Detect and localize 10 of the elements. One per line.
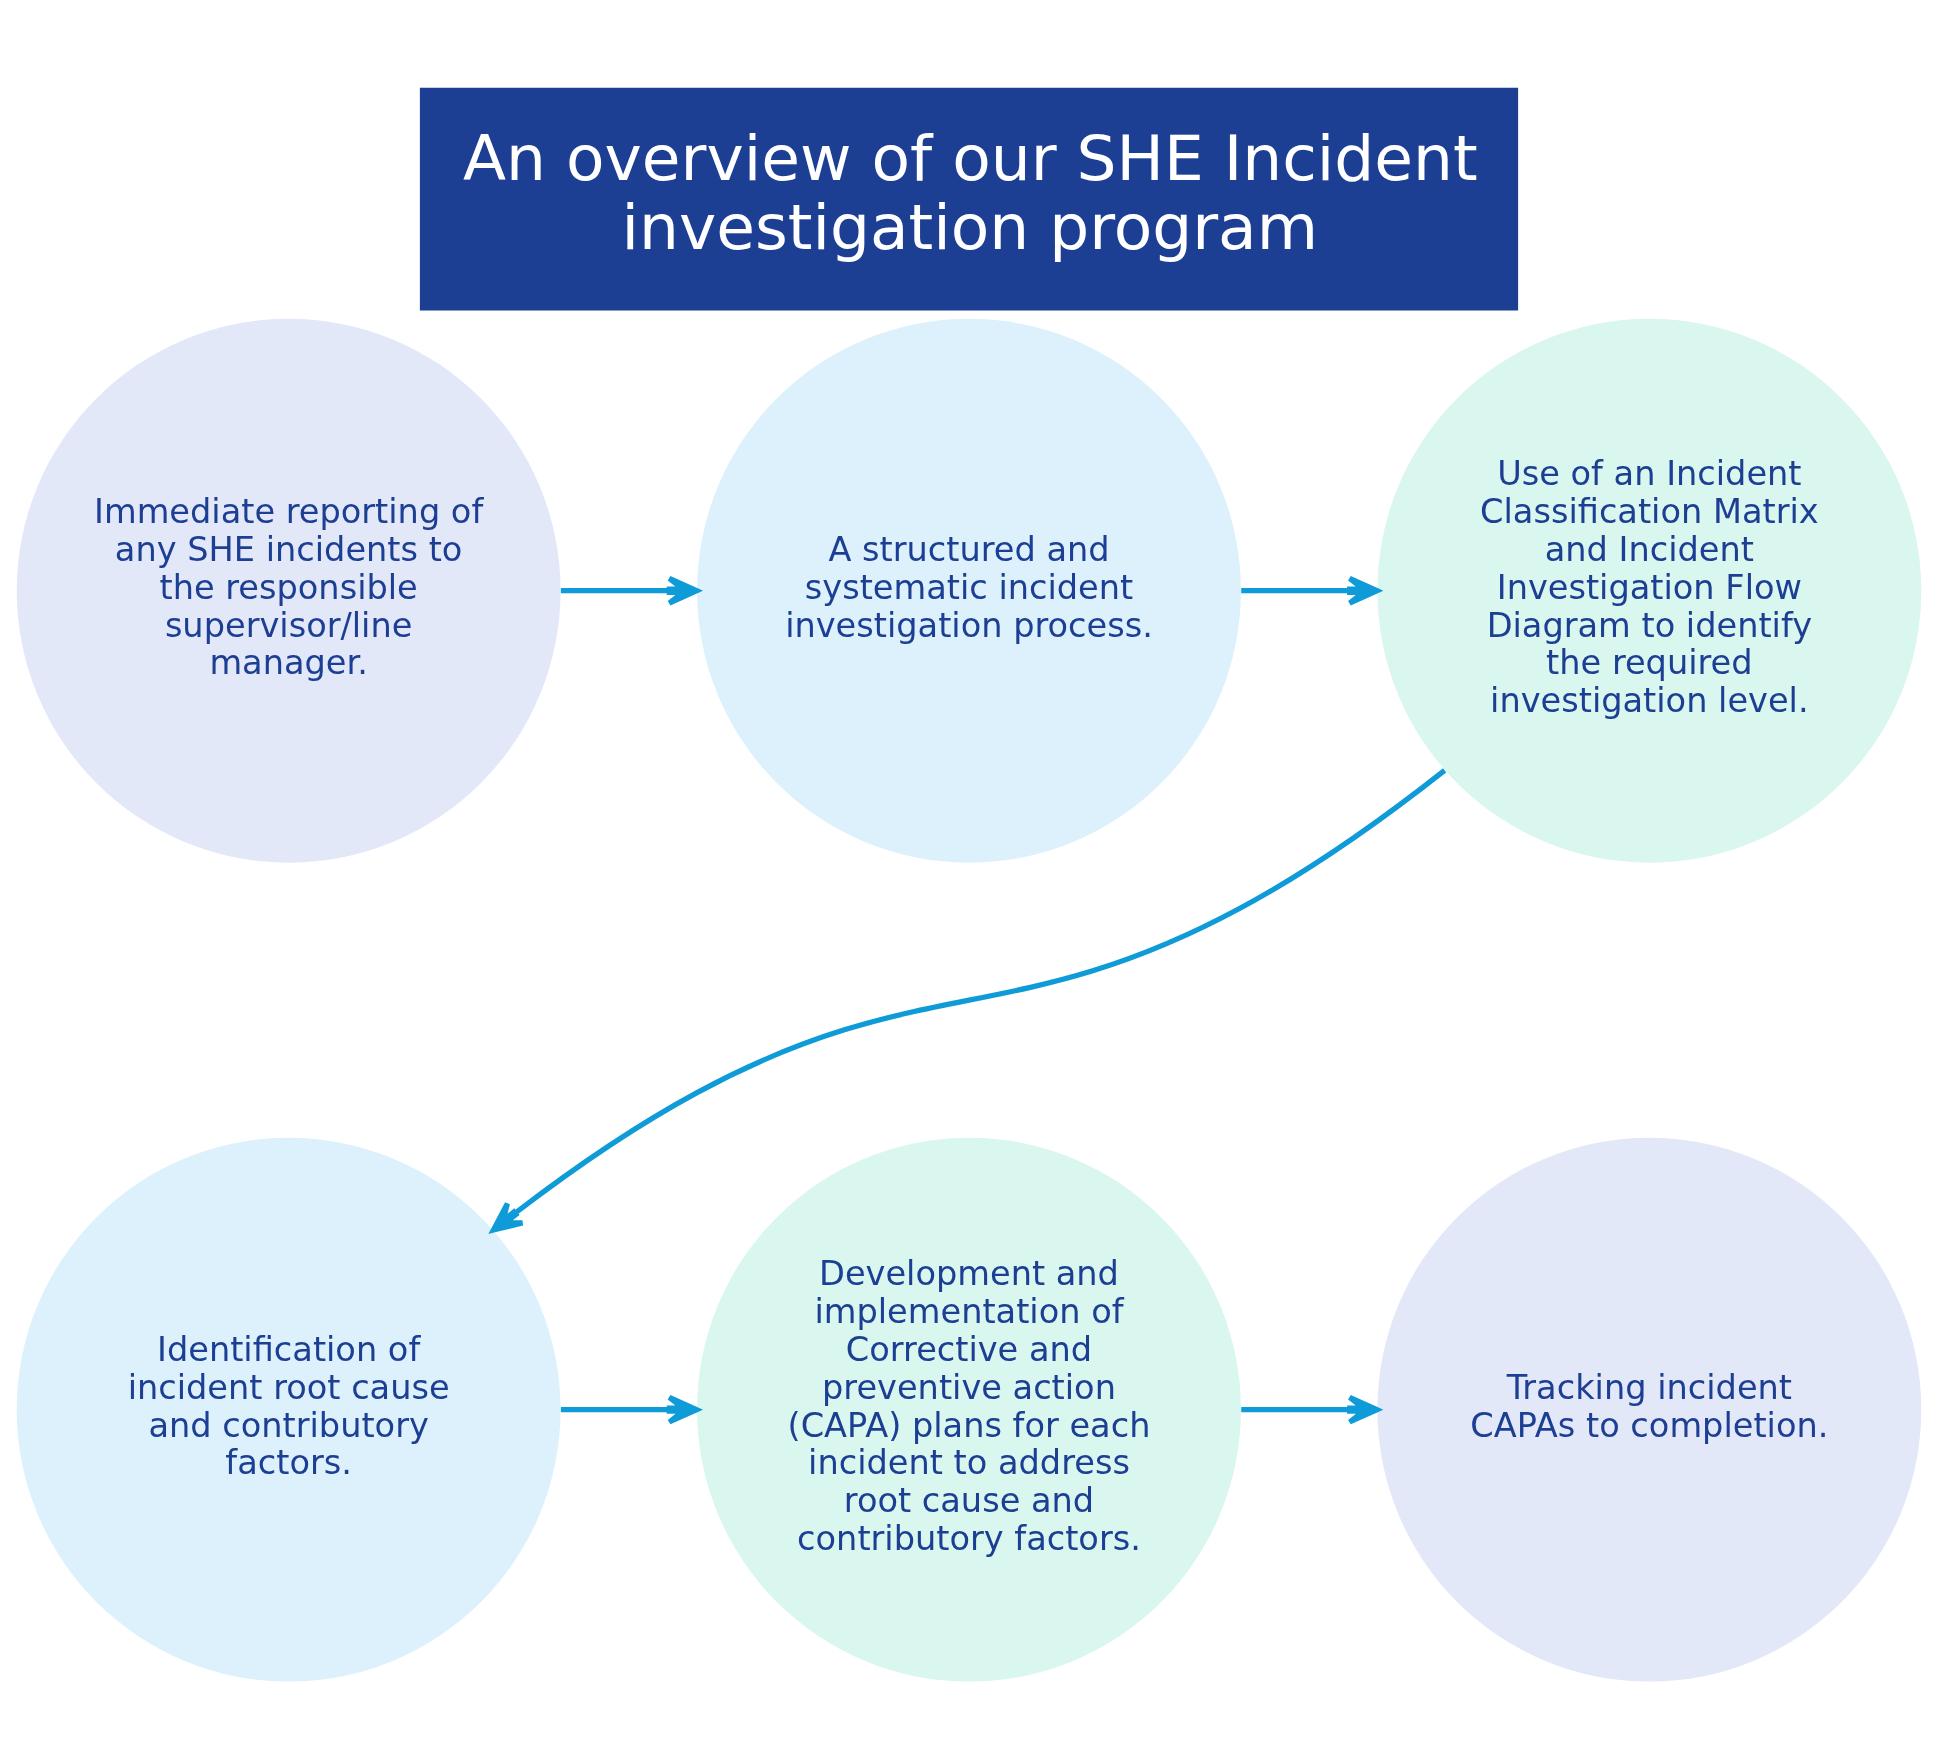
node-circle: Tracking incident CAPAs to completion. xyxy=(1377,1137,1922,1682)
node-circle: A structured and systematic incident investigation process. xyxy=(697,318,1241,863)
node-circle: Development and implementation of Corrective and preventive action (CAPA) plans for each incident to address root cause and contributory factors. xyxy=(697,1137,1241,1682)
node-circle: Use of an Incident Classification Matrix and Incident Investigation Flow Diagram to identify the required investigation level. xyxy=(1377,318,1922,863)
arrow xyxy=(560,1394,700,1425)
diagram-title: An overview of our SHE Incident investigation program xyxy=(462,121,1478,264)
node-circle: Identification of incident root cause and contributory factors. xyxy=(16,1137,561,1682)
arrow xyxy=(560,575,700,606)
arrow xyxy=(490,767,1447,1233)
node-circle: Immediate reporting of any SHE incidents to the responsible supervisor/line manager. xyxy=(16,318,561,863)
